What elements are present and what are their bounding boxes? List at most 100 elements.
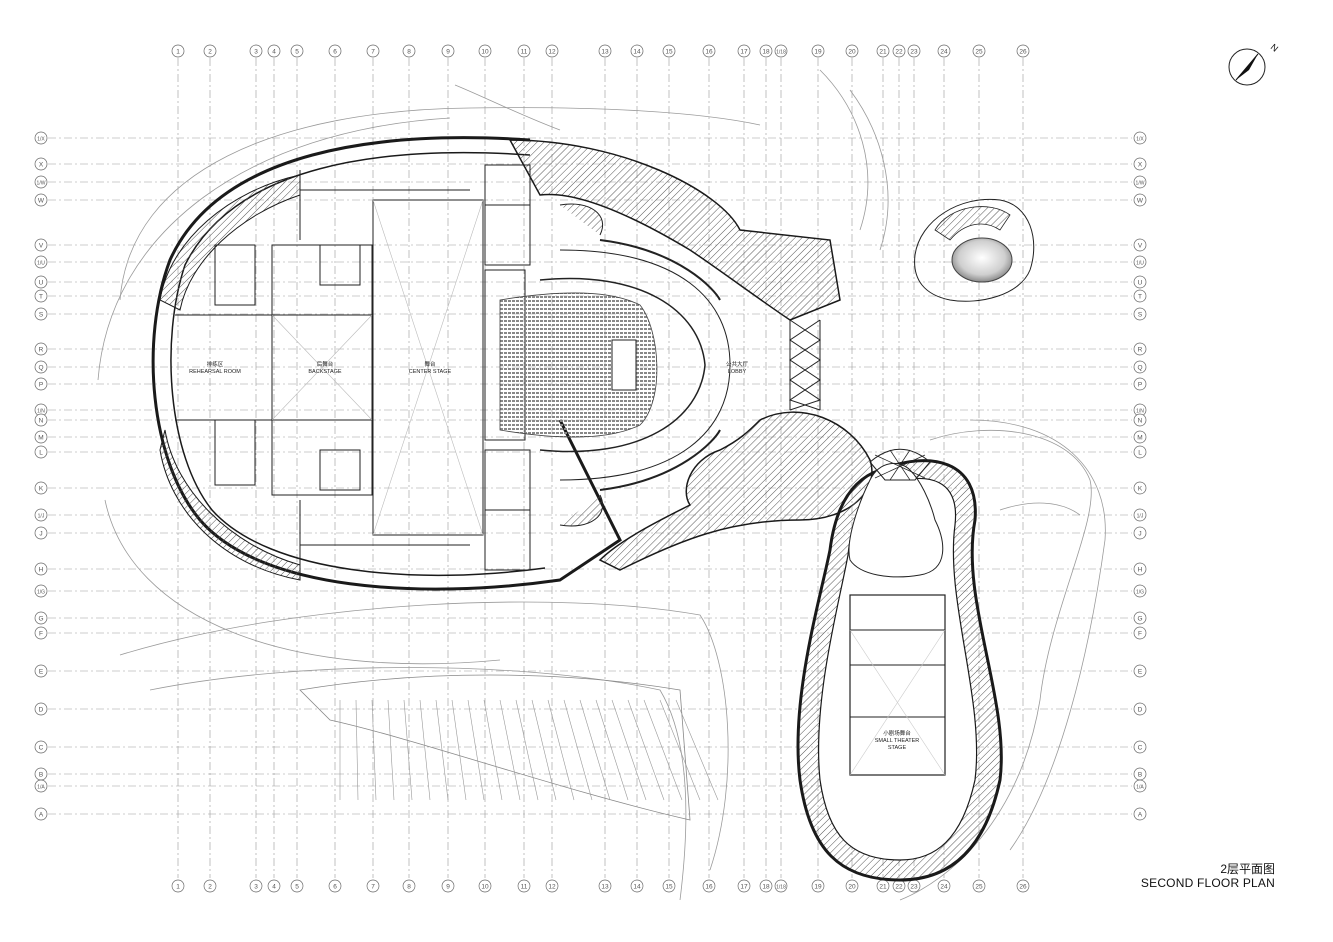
grid-bubble-col: 19 [811,44,825,58]
grid-label-row: X [39,162,44,169]
grid-label-col: 23 [910,49,918,56]
stair-step [419,699,431,801]
grid-label-row: C [1138,745,1143,752]
stair-step [435,699,449,801]
grid-label-col: 24 [940,49,948,56]
stair-step [627,699,665,801]
grid-label-row: M [1137,435,1142,442]
grid-bubble-col: 7 [366,879,380,893]
stair-step [563,699,593,801]
grid-bubble-col: 10 [478,879,492,893]
grid-label-col: 17 [740,49,748,56]
grid-label-col: 14 [633,884,641,891]
grid-bubble-row: 1/X [34,131,48,145]
grid-label-col: 25 [975,884,983,891]
grid-label-row: 1/W [37,181,46,187]
grid-label-row: P [1138,382,1142,389]
grid-label-row: E [39,669,44,676]
grid-label-col: 12 [548,49,556,56]
grid-label-col: 10 [481,49,489,56]
grid-label-row: 1/J [38,514,45,520]
stair-step [499,699,521,801]
grid-bubble-row: E [34,664,48,678]
grid-bubble-col: 16 [702,44,716,58]
grid-bubble-col: 2 [203,879,217,893]
grid-label-row: T [1138,294,1142,301]
grid-label-col: 16 [705,49,713,56]
grid-label-col: 25 [975,49,983,56]
small-theater-label-en-2: STAGE [888,745,907,751]
grid-label-col: 1 [176,884,180,891]
grid-bubble-row: T [1133,289,1147,303]
grid-bubble-row: F [1133,626,1147,640]
grid-label-row: W [38,198,45,205]
north-label: N [1269,42,1280,54]
grid-bubble-col: 25 [972,44,986,58]
drawing-title-cn: 2层平面图 [1220,862,1275,876]
grid-label-row: 1/X [37,137,45,143]
grid-label-row: Q [1137,365,1142,372]
grid-label-row: L [1138,450,1142,457]
grid-bubble-row: X [1133,157,1147,171]
grid-bubble-col: 21 [876,879,890,893]
grid-label-row: A [1138,812,1143,819]
rehearsal-label-en: REHEARSAL ROOM [189,369,241,375]
grid-bubble-col: 1/18 [774,44,788,58]
small-theater-shell [796,448,1003,882]
grid-bubble-row: A [1133,807,1147,821]
grid-bubble-row: N [34,413,48,427]
grid-label-row: B [39,772,43,779]
grid-label-row: C [39,745,44,752]
grid-label-col: 20 [848,49,856,56]
grid-bubble-col: 18 [759,879,773,893]
grid-label-col: 2 [208,49,212,56]
grid-bubble-col: 19 [811,879,825,893]
grid-label-row: S [1138,312,1143,319]
grid-label-col: 9 [446,49,450,56]
grid-bubble-row: Q [34,360,48,374]
grid-bubble-row: C [34,740,48,754]
grid-bubble-col: 23 [907,879,921,893]
grid-bubble-row: B [1133,767,1147,781]
grid-bubble-row: T [34,289,48,303]
grid-bubble-row: P [1133,377,1147,391]
grid-bubble-row: R [1133,342,1147,356]
grid-bubble-col: 21 [876,44,890,58]
landscape-curves [97,69,1106,901]
grid-bubble-col: 9 [441,879,455,893]
grid-bubble-row: C [1133,740,1147,754]
auditorium [499,203,731,527]
grid-bubble-row: 1/A [1133,779,1147,793]
grid-label-col: 26 [1019,884,1027,891]
grid-label-col: 13 [601,49,609,56]
grid-bubble-col: 8 [402,879,416,893]
stair-step [531,699,557,801]
grid-label-row: Q [38,365,43,372]
grid-bubble-row: 1/J [34,508,48,522]
backstage-label-cn: 后舞台 [317,360,334,368]
grid-bubble-row: F [34,626,48,640]
grid-label-row: H [39,567,44,574]
rehearsal-label-cn: 排练区 [207,360,224,368]
grid-bubble-col: 14 [630,44,644,58]
stair-step [643,699,683,801]
stair-lines [339,699,719,801]
grid-label-row: T [39,294,43,301]
grid-label-row: U [39,280,44,287]
grid-label-col: 16 [705,884,713,891]
grid-label-col: 23 [910,884,918,891]
grid-bubble-col: 6 [328,44,342,58]
grid-label-col: 15 [665,884,673,891]
grid-bubble-col: 9 [441,44,455,58]
grid-label-row: R [1138,347,1143,354]
grid-label-row: V [1138,243,1143,250]
dome-feature [914,198,1035,302]
stair-step [467,699,485,801]
grid-label-col: 14 [633,49,641,56]
grid-label-row: U [1138,280,1143,287]
grid-bubble-col: 1/18 [774,879,788,893]
grid-bubble-row: K [1133,481,1147,495]
grid-label-col: 19 [814,49,822,56]
grid-label-row: D [39,707,44,714]
